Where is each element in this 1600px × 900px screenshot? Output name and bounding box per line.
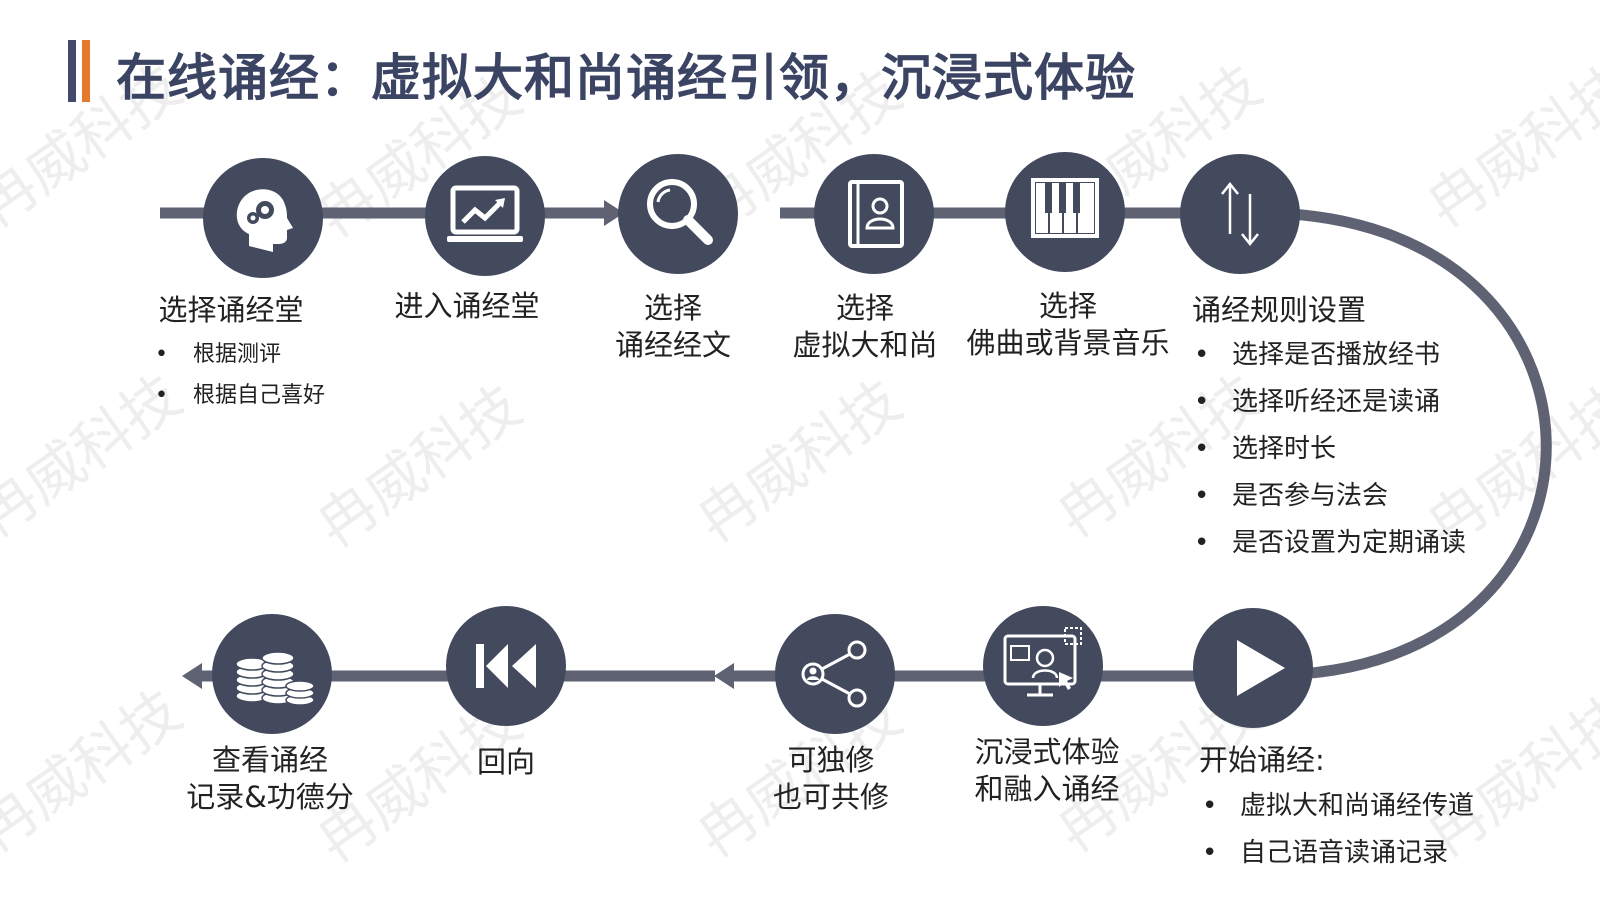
piano-keys-icon: [1031, 178, 1099, 238]
step-4-label: 选择 虚拟大和尚: [792, 291, 938, 362]
bullet-item: 选择是否播放经书: [1194, 332, 1466, 379]
step-8-label: 沉浸式体验 和融入诵经: [974, 735, 1120, 806]
step-10-node: [446, 606, 566, 726]
share-icon: [801, 640, 867, 708]
up-down-arrows-icon: [1221, 181, 1259, 247]
step-6-node: [1180, 154, 1300, 274]
connector-curve: [1259, 207, 1552, 681]
step-6-bullets: 选择是否播放经书 选择听经还是读诵 选择时长 是否参与法会 是否设置为定期诵读: [1194, 332, 1466, 567]
step-1-label: 选择诵经堂: [158, 293, 304, 327]
step-11-node: [212, 614, 332, 734]
bullet-item: 自己语音读诵记录: [1202, 830, 1474, 877]
bullet-item: 虚拟大和尚诵经传道: [1202, 783, 1474, 830]
bullet-item: 是否设置为定期诵读: [1194, 520, 1466, 567]
arrow-head-left-end: [182, 663, 202, 689]
step-4-node: [814, 154, 934, 274]
head-gears-icon: [236, 189, 293, 252]
step-2-node: [425, 156, 545, 276]
arrow-head-right: [604, 200, 624, 226]
rewind-icon: [476, 644, 536, 688]
bullet-item: 选择听经还是读诵: [1194, 379, 1466, 426]
step-7-node: [1193, 608, 1313, 728]
step-11-label: 查看诵经 记录&功德分: [186, 743, 354, 814]
bullet-item: 是否参与法会: [1194, 473, 1466, 520]
trend-monitor-icon: [447, 185, 523, 242]
step-5-node: [1005, 152, 1125, 272]
arrow-head-left: [714, 663, 734, 689]
immersive-screen-icon: [1003, 627, 1082, 697]
bullet-item: 选择时长: [1194, 426, 1466, 473]
step-2-label: 进入诵经堂: [394, 289, 540, 323]
step-7-label: 开始诵经:: [1199, 743, 1325, 777]
address-book-icon: [848, 180, 904, 248]
step-1-node: [203, 158, 323, 278]
step-9-label: 可独修 也可共修: [772, 743, 890, 814]
page-title: 在线诵经：虚拟大和尚诵经引领，沉浸式体验: [116, 49, 1136, 107]
bullet-item: 根据测评: [155, 334, 325, 375]
step-9-node: [775, 614, 895, 734]
bullet-item: 根据自己喜好: [155, 375, 325, 416]
magnifier-icon: [647, 179, 713, 245]
play-icon: [1237, 640, 1285, 696]
coin-stack-icon: [235, 651, 315, 706]
step-5-label: 选择 佛曲或背景音乐: [966, 289, 1170, 360]
step-7-bullets: 虚拟大和尚诵经传道 自己语音读诵记录: [1202, 783, 1474, 877]
step-1-bullets: 根据测评 根据自己喜好: [155, 334, 325, 416]
step-3-label: 选择 诵经经文: [614, 291, 732, 362]
step-6-label: 诵经规则设置: [1192, 293, 1367, 327]
step-10-label: 回向: [476, 745, 536, 779]
step-8-node: [983, 606, 1103, 726]
step-3-node: [618, 154, 738, 274]
title-accent-bar: [68, 40, 96, 102]
